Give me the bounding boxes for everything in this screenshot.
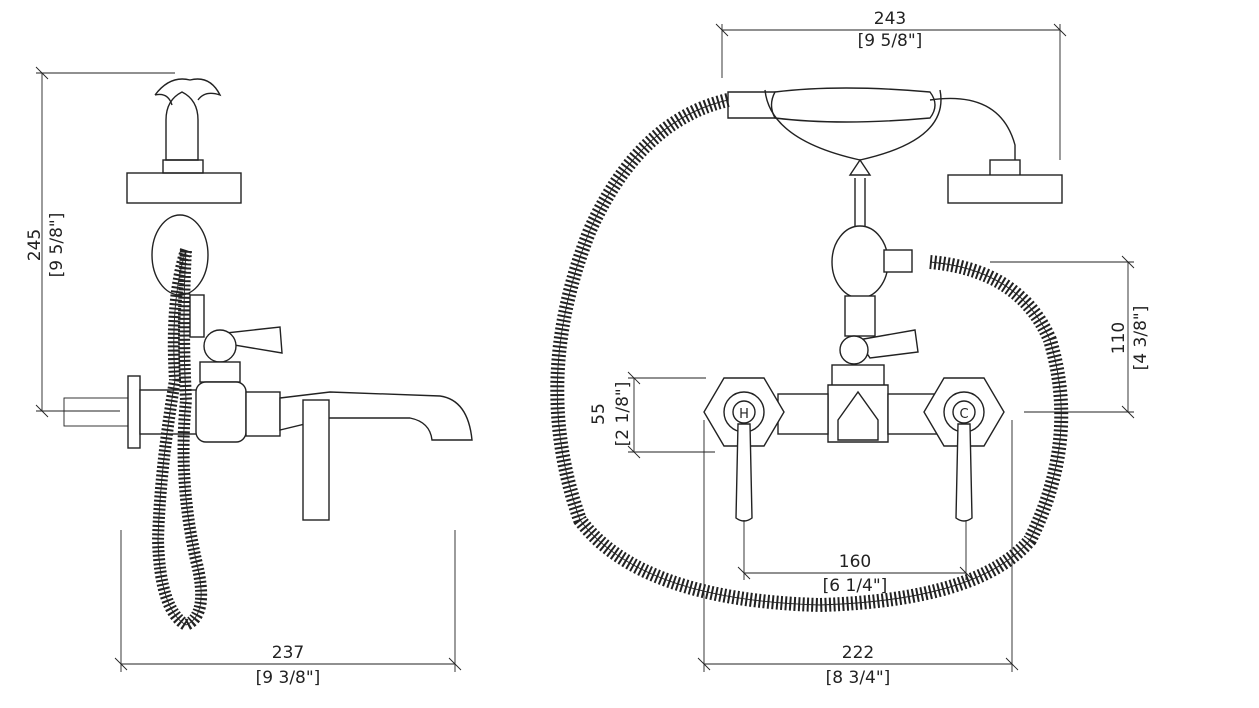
side-cradle-base bbox=[162, 159, 204, 174]
side-body-center bbox=[195, 381, 247, 443]
center-top bbox=[831, 364, 885, 388]
side-wall-pipe bbox=[63, 397, 129, 427]
side-height-inch: [9 5/8"] bbox=[47, 213, 67, 278]
side-mount-plate bbox=[127, 375, 141, 449]
side-lower-lever bbox=[302, 399, 330, 521]
cradle-collar bbox=[989, 159, 1021, 177]
side-width-inch: [9 3/8"] bbox=[256, 668, 321, 688]
top-width-inch: [9 5/8"] bbox=[858, 31, 923, 51]
handle-spacing-inch: [6 1/4"] bbox=[823, 576, 888, 596]
cold-valve-cap bbox=[952, 400, 976, 424]
side-hose-outline bbox=[157, 249, 202, 626]
center-body bbox=[827, 384, 889, 443]
cradle-arm bbox=[929, 97, 1016, 165]
front-view: H C bbox=[550, 87, 1069, 613]
side-width-mm: 237 bbox=[272, 643, 304, 663]
side-wall-plate bbox=[126, 172, 242, 204]
side-body-right bbox=[245, 391, 281, 437]
left-pipe bbox=[777, 393, 829, 435]
left-height-dimension: 55 [2 1/8"] bbox=[589, 371, 715, 459]
side-cradle-hook bbox=[154, 78, 222, 106]
cold-mark: C bbox=[959, 407, 968, 422]
left-height-inch: [2 1/8"] bbox=[613, 382, 633, 447]
left-height-mm: 55 bbox=[589, 403, 609, 425]
hot-handle bbox=[735, 423, 753, 522]
top-width-mm: 243 bbox=[874, 9, 906, 29]
side-diverter-knob bbox=[203, 329, 237, 363]
right-height-dimension: 110 [4 3/8"] bbox=[990, 255, 1151, 419]
right-height-mm: 110 bbox=[1109, 322, 1129, 354]
diverter-bulb bbox=[831, 225, 889, 299]
handle-spacing-mm: 160 bbox=[839, 552, 871, 572]
diverter-knob bbox=[839, 335, 869, 365]
front-hose-outline bbox=[556, 99, 1062, 606]
side-valve-top bbox=[199, 361, 241, 383]
hot-mark: H bbox=[739, 407, 749, 422]
spout-front bbox=[837, 390, 879, 441]
top-width-dimension: 243 [9 5/8"] bbox=[715, 9, 1067, 160]
overall-width-inch: [8 3/4"] bbox=[826, 668, 891, 688]
handset-cradle-tip bbox=[848, 158, 872, 176]
right-height-inch: [4 3/8"] bbox=[1131, 306, 1151, 371]
overall-width-mm: 222 bbox=[842, 643, 874, 663]
side-connector bbox=[189, 294, 205, 338]
side-view bbox=[63, 78, 473, 632]
handset-grip bbox=[770, 87, 936, 123]
handle-spacing-dimension: 160 [6 1/4"] bbox=[737, 520, 973, 596]
diverter-nut bbox=[844, 295, 876, 337]
overall-width-dimension: 222 [8 3/4"] bbox=[697, 420, 1019, 688]
cold-handle bbox=[955, 423, 973, 522]
front-wall-plate bbox=[947, 174, 1063, 204]
side-width-dimension: 237 [9 3/8"] bbox=[114, 530, 462, 688]
hose-outlet bbox=[883, 249, 913, 273]
side-cradle-arm bbox=[165, 91, 199, 161]
hot-valve-cap bbox=[732, 400, 756, 424]
side-height-dimension: 245 [9 5/8"] bbox=[25, 66, 175, 418]
side-height-mm: 245 bbox=[25, 229, 45, 261]
